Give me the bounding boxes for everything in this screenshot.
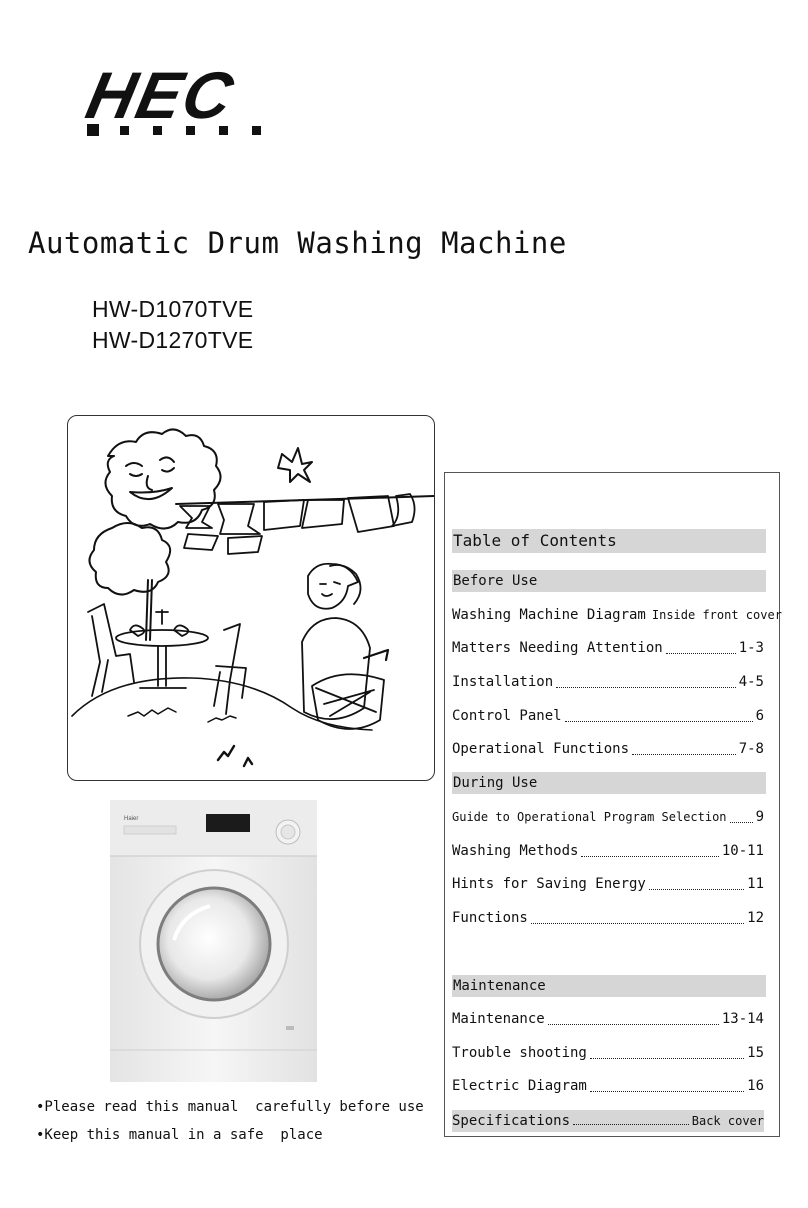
toc-entry[interactable]: Electric Diagram 16 bbox=[452, 1078, 764, 1094]
toc-entry-page: Inside front cover bbox=[651, 608, 782, 622]
toc-section-heading: During Use bbox=[452, 772, 766, 794]
usage-note: •Please read this manual carefully befor… bbox=[36, 1099, 424, 1115]
logo-dots bbox=[87, 124, 261, 136]
usage-note: •Keep this manual in a safe place bbox=[36, 1127, 323, 1143]
toc-entry[interactable]: Operational Functions 7-8 bbox=[452, 741, 764, 757]
model-number: HW-D1070TVE bbox=[92, 296, 254, 322]
sun-face-icon bbox=[104, 428, 222, 530]
toc-entry-page: 11 bbox=[747, 876, 764, 892]
laundry-on-line bbox=[179, 493, 416, 555]
toc-entry-page: 13-14 bbox=[721, 1011, 764, 1027]
model-number: HW-D1270TVE bbox=[92, 327, 254, 353]
toc-entry-page: 7-8 bbox=[738, 741, 764, 757]
toc-entry-label: Specifications bbox=[452, 1113, 571, 1129]
toc-entry-page: 10-11 bbox=[721, 843, 764, 859]
toc-entry-label: Functions bbox=[452, 910, 528, 926]
toc-entry-page: Back cover bbox=[691, 1114, 764, 1128]
toc-entry[interactable]: Washing Machine Diagram Inside front cove… bbox=[452, 607, 782, 623]
cartoon-illustration bbox=[67, 415, 435, 781]
bird-icon bbox=[277, 447, 313, 483]
toc-entry-label: Maintenance bbox=[452, 1011, 545, 1027]
table-of-contents: Table of Contents Before Use Washing Mac… bbox=[444, 472, 782, 1137]
toc-entry-label: Control Panel bbox=[452, 708, 562, 724]
toc-entry-page: 12 bbox=[747, 910, 764, 926]
toc-entry-page: 16 bbox=[747, 1078, 764, 1094]
toc-entry-page: 6 bbox=[755, 708, 764, 724]
toc-entry-label: Washing Methods bbox=[452, 843, 579, 859]
toc-entry-label: Guide to Operational Program Selection bbox=[452, 810, 727, 824]
toc-entry[interactable]: Functions 12 bbox=[452, 910, 764, 926]
toc-entry-label: Operational Functions bbox=[452, 741, 630, 757]
toc-entry-label: Washing Machine Diagram bbox=[452, 607, 646, 623]
washer-brand-label: Haier bbox=[124, 816, 138, 822]
toc-entry-label: Trouble shooting bbox=[452, 1045, 587, 1061]
document-title: Automatic Drum Washing Machine bbox=[28, 226, 567, 260]
toc-entry-page: 9 bbox=[755, 809, 764, 825]
toc-entry[interactable]: Maintenance 13-14 bbox=[452, 1011, 764, 1027]
toc-entry[interactable]: Guide to Operational Program Selection 9 bbox=[452, 809, 764, 825]
toc-entry[interactable]: Specifications Back cover bbox=[452, 1110, 764, 1132]
toc-entry-label: Hints for Saving Energy bbox=[452, 876, 646, 892]
toc-entry[interactable]: Hints for Saving Energy 11 bbox=[452, 876, 764, 892]
washer-display bbox=[206, 814, 250, 832]
toc-entry-label: Electric Diagram bbox=[452, 1078, 587, 1094]
washing-machine-photo: Haier bbox=[110, 800, 317, 1082]
logo-wordmark: HEC bbox=[80, 60, 241, 133]
toc-entry[interactable]: Control Panel 6 bbox=[452, 708, 764, 724]
woman-with-basket bbox=[301, 562, 390, 730]
toc-entry-label: Installation bbox=[452, 674, 554, 690]
cafe-chair bbox=[87, 603, 247, 715]
cafe-table bbox=[115, 609, 209, 689]
toc-section-heading: Maintenance bbox=[452, 975, 766, 997]
tree bbox=[88, 522, 172, 641]
toc-section-heading: Before Use bbox=[452, 570, 766, 592]
toc-entry[interactable]: Trouble shooting 15 bbox=[452, 1045, 764, 1061]
hec-logo: HEC bbox=[80, 60, 261, 136]
toc-title: Table of Contents bbox=[452, 529, 766, 553]
toc-entry-page: 4-5 bbox=[738, 674, 764, 690]
toc-entry-page: 1-3 bbox=[738, 640, 764, 656]
toc-entry[interactable]: Washing Methods 10-11 bbox=[452, 843, 764, 859]
toc-entry[interactable]: Installation 4-5 bbox=[452, 674, 764, 690]
toc-entry[interactable]: Matters Needing Attention 1-3 bbox=[452, 640, 764, 656]
toc-entry-label: Matters Needing Attention bbox=[452, 640, 663, 656]
toc-entry-page: 15 bbox=[747, 1045, 764, 1061]
